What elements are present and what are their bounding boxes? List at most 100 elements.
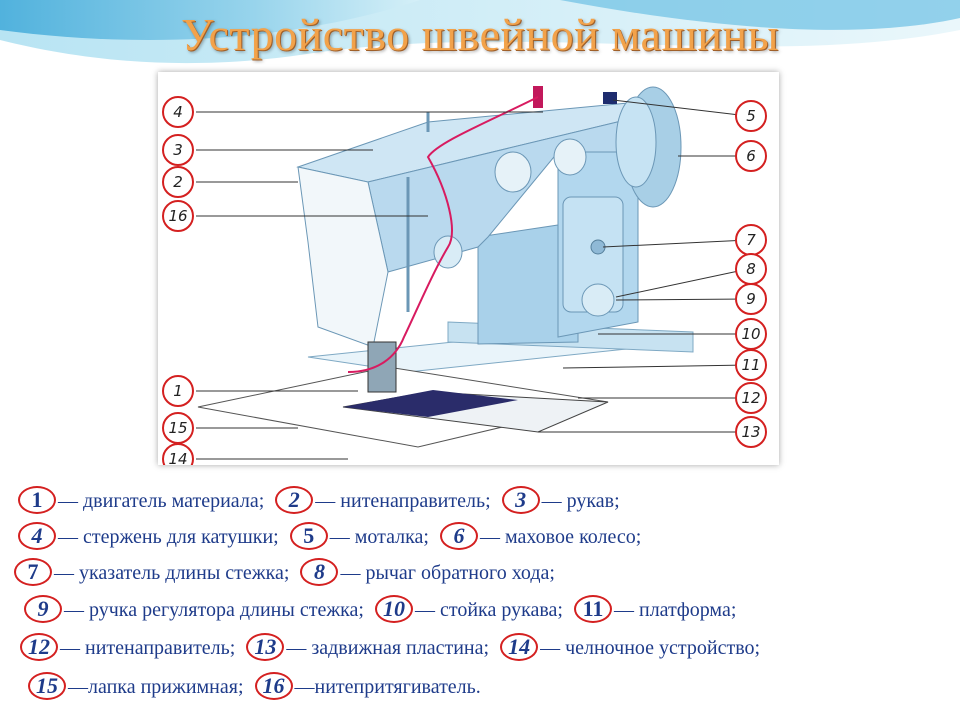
legend-text: — нитенаправитель; xyxy=(60,637,236,659)
svg-text:7: 7 xyxy=(746,231,756,249)
legend-line-4: 9— ручка регулятора длины стежка; 10— ст… xyxy=(24,595,742,625)
legend-item: 16—нитепритягиватель. xyxy=(254,672,481,702)
top-wave-dark xyxy=(0,0,420,40)
legend-number: 4 xyxy=(18,522,56,550)
flywheel-rim xyxy=(615,96,657,188)
svg-text:12: 12 xyxy=(741,389,760,407)
legend-item: 4— стержень для катушки; xyxy=(18,522,279,552)
legend-number: 15 xyxy=(28,672,66,700)
legend-item: 7— указатель длины стежка; xyxy=(14,558,289,588)
legend-item: 11— платформа; xyxy=(573,595,737,625)
svg-text:13: 13 xyxy=(741,423,760,441)
legend-text: —нитепритягиватель. xyxy=(294,676,481,698)
callout-15: 15 xyxy=(162,412,194,444)
sewing-machine-figure: 4 3 2 16 1 15 14 5 6 7 8 9 10 11 12 13 xyxy=(158,72,779,465)
svg-text:15: 15 xyxy=(168,419,187,437)
legend-text: — рычаг обратного хода; xyxy=(340,562,555,584)
callout-16: 16 xyxy=(162,200,194,232)
svg-text:4: 4 xyxy=(173,103,183,121)
svg-text:3: 3 xyxy=(173,141,183,159)
callout-2: 2 xyxy=(162,166,194,198)
slide-title: Устройство швейной машины xyxy=(180,9,780,60)
legend-item: 13— задвижная пластина; xyxy=(246,633,489,663)
svg-text:5: 5 xyxy=(746,107,756,125)
svg-text:16: 16 xyxy=(168,207,187,225)
knob-left xyxy=(494,151,532,193)
svg-text:8: 8 xyxy=(746,260,756,278)
presser-foot xyxy=(367,341,397,393)
legend-number: 13 xyxy=(246,633,285,661)
svg-text:11: 11 xyxy=(741,356,760,374)
legend-item: 8— рычаг обратного хода; xyxy=(300,558,555,588)
legend-number: 2 xyxy=(275,486,314,514)
callout-6: 6 xyxy=(735,140,767,172)
legend-number: 14 xyxy=(500,633,539,661)
bobbin-area xyxy=(343,390,518,417)
legend-text: — ручка регулятора длины стежка; xyxy=(64,599,364,621)
callout-8: 8 xyxy=(735,253,767,285)
svg-text:10: 10 xyxy=(741,325,760,343)
legend-number: 1 xyxy=(18,486,56,514)
legend-line-3: 7— указатель длины стежка; 8— рычаг обра… xyxy=(14,558,561,588)
callout-3: 3 xyxy=(162,134,194,166)
legend-line-1: 1— двигатель материала; 2— нитенаправите… xyxy=(18,486,626,516)
legend-item: 12— нитенаправитель; xyxy=(20,633,235,663)
legend-number: 10 xyxy=(374,595,413,623)
callout-4: 4 xyxy=(162,96,194,128)
legend-number: 8 xyxy=(300,558,339,586)
legend-text: — маховое колесо; xyxy=(480,526,642,548)
svg-text:9: 9 xyxy=(746,290,756,308)
legend-text: — двигатель материала; xyxy=(58,490,265,512)
legend-item: 6— маховое колесо; xyxy=(440,522,641,552)
legend-item: 10— стойка рукава; xyxy=(374,595,563,625)
callout-9: 9 xyxy=(735,283,767,315)
svg-text:14: 14 xyxy=(168,450,187,465)
legend-text: — стойка рукава; xyxy=(414,599,563,621)
stitch-length-knob xyxy=(581,283,615,317)
legend-text: — моталка; xyxy=(329,526,429,548)
arm-column xyxy=(477,221,579,345)
thread xyxy=(347,96,539,373)
legend-number: 16 xyxy=(254,672,293,700)
legend-item: 5— моталка; xyxy=(289,522,429,552)
legend-text: — указатель длины стежка; xyxy=(54,562,290,584)
legend-number: 5 xyxy=(289,522,328,550)
legend-text: —лапка прижимная; xyxy=(68,676,244,698)
top-wave-right xyxy=(560,0,960,30)
leader-lines xyxy=(196,99,749,460)
knob-right xyxy=(553,138,587,176)
svg-text:1: 1 xyxy=(173,382,183,400)
legend-line-5: 12— нитенаправитель; 13— задвижная пласт… xyxy=(20,633,766,663)
callout-7: 7 xyxy=(735,224,767,256)
legend-number: 9 xyxy=(24,595,62,623)
legend-text: — челночное устройство; xyxy=(540,637,761,659)
legend-number: 11 xyxy=(573,595,612,623)
legend-text: — задвижная пластина; xyxy=(286,637,490,659)
legend-item: 3— рукав; xyxy=(501,486,620,516)
callout-14: 14 xyxy=(162,443,194,465)
legend-item: 15—лапка прижимная; xyxy=(28,672,244,702)
legend-number: 3 xyxy=(501,486,540,514)
callout-5: 5 xyxy=(735,100,767,132)
parts-legend: 1— двигатель материала; 2— нитенаправите… xyxy=(0,482,960,712)
legend-text: — платформа; xyxy=(613,599,737,621)
legend-line-2: 4— стержень для катушки; 5— моталка; 6— … xyxy=(18,522,647,552)
legend-text: — нитенаправитель; xyxy=(315,490,491,512)
svg-text:6: 6 xyxy=(746,147,756,165)
winder xyxy=(603,92,617,104)
legend-text: — стержень для катушки; xyxy=(58,526,279,548)
stitch-indicator xyxy=(590,239,606,255)
legend-line-6: 15—лапка прижимная; 16—нитепритягиватель… xyxy=(28,672,487,702)
legend-number: 7 xyxy=(14,558,52,586)
callout-10: 10 xyxy=(735,318,767,350)
sewing-machine-illustration: 4 3 2 16 1 15 14 5 6 7 8 9 10 11 12 13 xyxy=(162,86,767,465)
legend-item: 2— нитенаправитель; xyxy=(275,486,491,516)
legend-item: 1— двигатель материала; xyxy=(18,486,264,516)
legend-item: 9— ручка регулятора длины стежка; xyxy=(24,595,364,625)
callout-13: 13 xyxy=(735,416,767,448)
legend-text: — рукав; xyxy=(541,490,620,512)
svg-text:2: 2 xyxy=(173,173,183,191)
callout-12: 12 xyxy=(735,382,767,414)
callout-1: 1 xyxy=(162,375,194,407)
